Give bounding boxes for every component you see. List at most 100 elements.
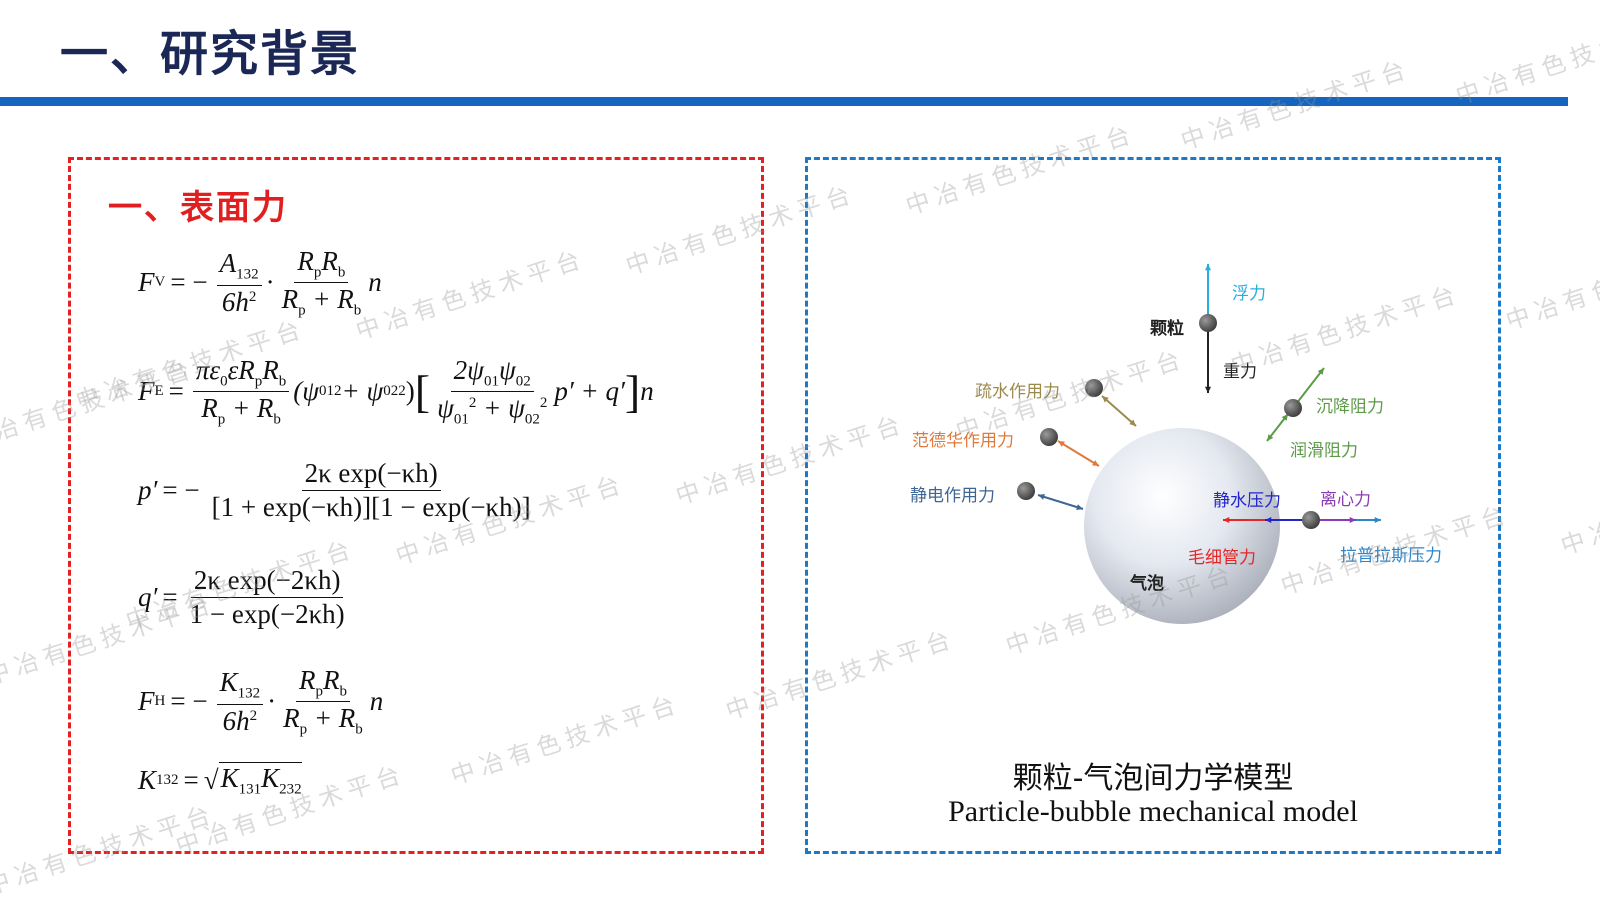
fe-lbracket: [: [414, 365, 431, 417]
fe-lhs: F: [138, 376, 155, 407]
fe-in-num-sub1: 01: [483, 373, 499, 390]
p-den: [1 + exp(−κh)][1 − exp(−κh)]: [211, 492, 531, 522]
fe-num: πε: [195, 355, 221, 385]
fv-lhs: F: [138, 267, 155, 298]
laplace-arrow-head: [1374, 516, 1381, 524]
particle-vdw: [1040, 428, 1058, 446]
fh-a-sub: 132: [237, 685, 261, 702]
fe-sq1: 2: [333, 383, 342, 400]
fv-dot: ·: [265, 267, 275, 298]
q-lhs: q′: [138, 582, 158, 612]
fe-tail: p′ + q′: [554, 376, 625, 407]
label-bubble: 气泡: [1130, 574, 1164, 594]
fe-in-num-sub2: 02: [515, 373, 531, 390]
fh-den-plus: + R: [307, 703, 356, 734]
fv-a: A: [219, 248, 237, 279]
k-lhs: K: [138, 764, 157, 795]
fv-num-sub1: p: [313, 264, 322, 281]
hydrostatic-arrow-head: [1265, 516, 1272, 524]
label-buoyancy: 浮力: [1232, 284, 1266, 304]
fe-in-den-plus: + ψ: [476, 393, 525, 424]
centrifugal-arrow-head: [1349, 516, 1356, 524]
fe-den-plus: + R: [225, 393, 274, 424]
fh-den-sub2: b: [355, 721, 363, 738]
surface-force-panel: [68, 157, 764, 854]
fh-den: R: [283, 703, 300, 734]
settling-drag-arrow-head: [1317, 368, 1324, 375]
fe-plus: + ψ: [341, 376, 384, 407]
particle-electrostatic: [1017, 482, 1035, 500]
fh-normal-vector: n: [369, 686, 384, 717]
fe-rbracket: ]: [624, 365, 641, 417]
fv-den-sub2: b: [353, 302, 362, 319]
fe-den: R: [201, 393, 218, 424]
fe-in-den-sub1: 01: [453, 411, 469, 428]
fh-num2: R: [322, 665, 340, 695]
fe-close: ): [405, 376, 415, 407]
fe-num-c: R: [262, 355, 279, 385]
fv-b-sup: 2: [248, 288, 257, 305]
label-laplace: 拉普拉斯压力: [1340, 546, 1442, 566]
fv-num2: R: [321, 246, 338, 276]
fe-sq2: 2: [398, 383, 406, 400]
p-eq: = −: [162, 475, 200, 505]
fe-in-den-sq2: 2: [539, 395, 548, 412]
formula-q: q′ = 2κ exp(−2κh)1 − exp(−2κh): [138, 565, 352, 630]
fh-dot: ·: [267, 686, 277, 717]
header-divider: [0, 97, 1568, 106]
fv-den-plus: + R: [305, 284, 354, 315]
fv-a-sub: 132: [236, 266, 259, 283]
electrostatic-arrow: [1037, 494, 1084, 510]
fe-psi01: 01: [318, 383, 334, 400]
fh-lhs: F: [138, 686, 155, 717]
hydrophobic-arrow-head: [1102, 396, 1109, 403]
fh-num-sub2: b: [339, 683, 347, 700]
section-title: 一、表面力: [108, 188, 288, 228]
electrostatic-arrow-head: [1038, 493, 1045, 500]
fh-b-sup: 2: [249, 707, 258, 724]
fe-normal-vector: n: [640, 376, 654, 407]
k-radicand: K131K232: [218, 762, 302, 798]
p-lhs: p′: [138, 475, 158, 505]
vdw-arrow-head: [1092, 460, 1099, 466]
fe-in-num-b: ψ: [498, 355, 516, 385]
p-frac: 2κ exp(−κh)[1 + exp(−κh)][1 − exp(−κh)]: [209, 458, 534, 523]
label-gravity: 重力: [1223, 362, 1257, 382]
q-eq: =: [162, 582, 178, 612]
fe-num-b: εR: [227, 355, 255, 385]
fv-normal-vector: n: [368, 267, 382, 298]
fe-paren: (ψ: [293, 376, 319, 407]
k-eq: =: [183, 764, 199, 795]
fh-num: R: [298, 665, 316, 695]
fe-num-sub1: p: [254, 373, 263, 390]
k-k1: K: [220, 763, 239, 793]
vdw-arrow: [1057, 440, 1100, 467]
sqrt-icon: √: [203, 764, 219, 795]
fh-a: K: [219, 667, 238, 698]
label-electrostatic: 静电作用力: [910, 486, 995, 506]
label-capillary: 毛细管力: [1188, 548, 1256, 568]
fe-in-den-sq1: 2: [468, 395, 477, 412]
fv-den-sub1: p: [298, 302, 306, 319]
capillary-arrow-head: [1223, 516, 1230, 524]
particle-right: [1302, 511, 1320, 529]
lubrication-drag-arrow-head: [1267, 434, 1274, 441]
fe-den-sub1: p: [217, 411, 226, 428]
q-den: 1 − exp(−2κh): [189, 599, 345, 629]
particle-hydrophobic: [1085, 379, 1103, 397]
buoyancy-arrow-head: [1204, 264, 1212, 271]
k-k1-sub: 131: [238, 781, 262, 798]
k-k2-sub: 232: [279, 781, 302, 798]
fe-in-den: ψ: [437, 393, 454, 424]
